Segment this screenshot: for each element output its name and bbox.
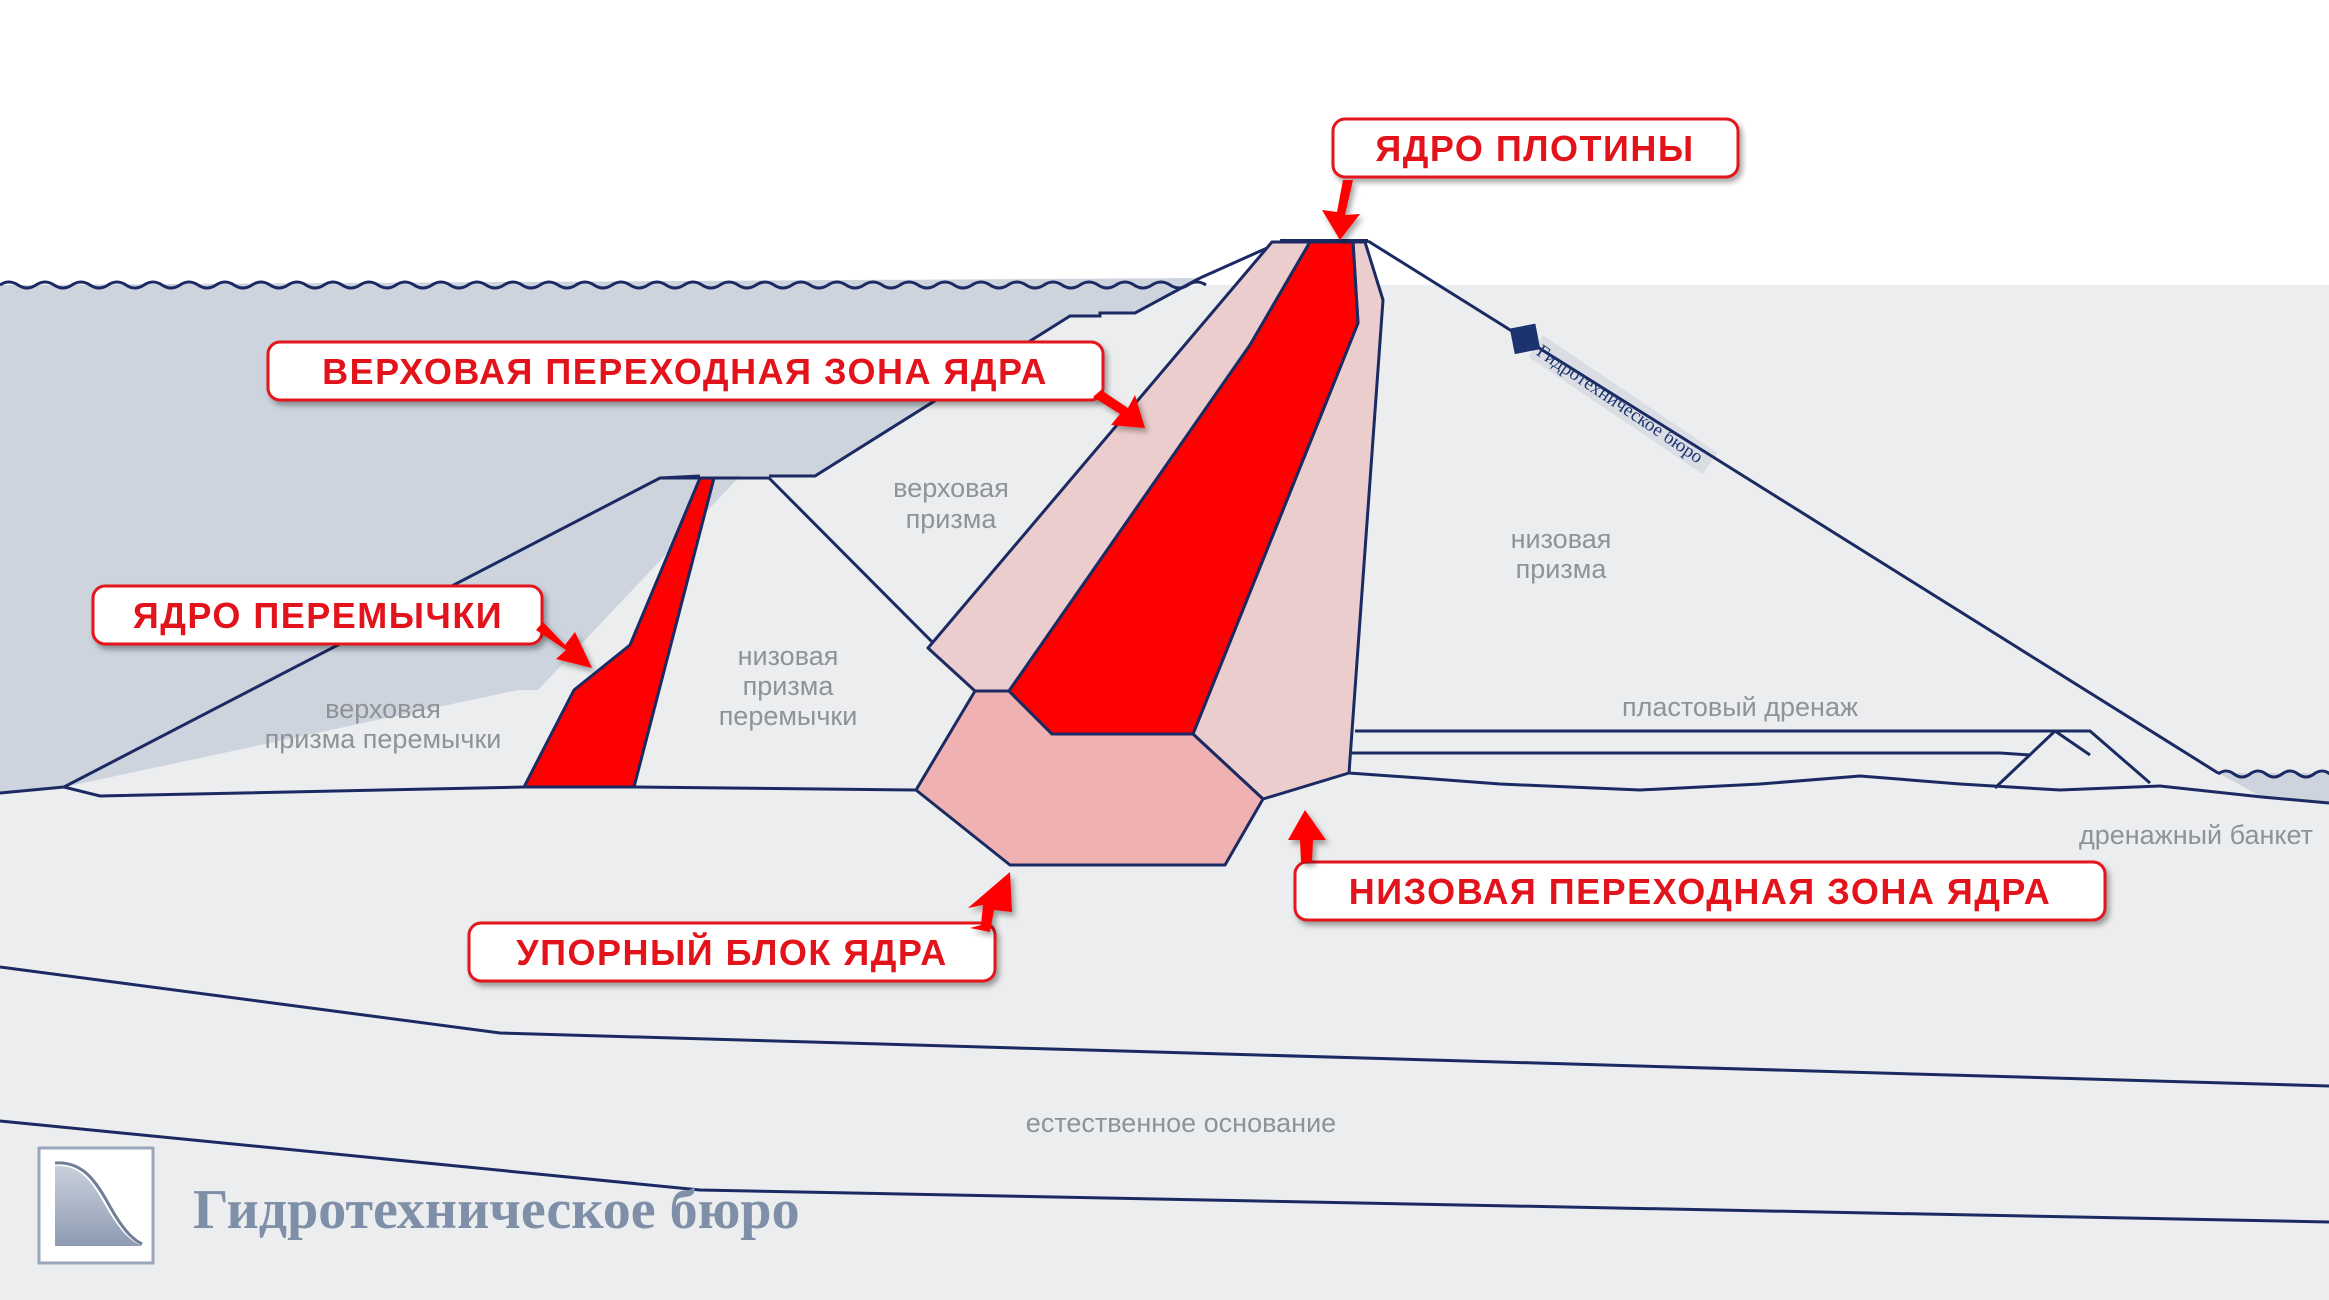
label-foundation: естественное основание [1026,1108,1336,1138]
arrow-cofferdam-core [536,622,592,668]
svg-text:призма перемычки: призма перемычки [265,724,502,754]
downstream-slope [1367,239,2219,775]
svg-text:призма: призма [743,671,835,701]
svg-text:призма: призма [906,504,998,534]
brand-name: Гидротехническое бюро [193,1179,800,1241]
dam-outer-outline [769,276,1201,478]
callout-thrust-block: УПОРНЫЙ БЛОК ЯДРА [467,872,1012,983]
svg-text:призма: призма [1516,554,1608,584]
svg-text:верховая: верховая [893,473,1009,503]
callout-upstream-transition: ВЕРХОВАЯ ПЕРЕХОДНАЯ ЗОНА ЯДРА [266,340,1145,428]
svg-text:ЯДРО ПЕРЕМЫЧКИ: ЯДРО ПЕРЕМЫЧКИ [133,595,503,636]
label-cofferdam-downstream-prism: низовая призма перемычки [719,641,858,731]
upstream-water-waves [0,280,1207,290]
svg-text:УПОРНЫЙ БЛОК ЯДРА: УПОРНЫЙ БЛОК ЯДРА [516,931,947,973]
brand-logo-wave-icon [55,1165,142,1246]
foundation-layer-line-2 [0,1119,2329,1224]
foundation-layer-line-1 [0,965,2329,1088]
dam-core [1007,240,1360,736]
label-drainage-bank: дренажный банкет [2079,820,2313,850]
callout-dam-core: ЯДРО ПЛОТИНЫ [1322,117,1740,240]
downstream-tailwater [2218,773,2329,803]
arrow-dam-core [1322,180,1360,240]
callout-cofferdam-core: ЯДРО ПЕРЕМЫЧКИ [91,584,592,668]
label-upstream-prism: верховая призма [893,473,1009,534]
svg-text:низовая: низовая [738,641,839,671]
arrow-downstream-transition [1288,810,1326,862]
svg-text:ЯДРО ПЛОТИНЫ: ЯДРО ПЛОТИНЫ [1375,128,1694,169]
label-cofferdam-upstream-prism: верховая призма перемычки [265,694,502,754]
label-downstream-prism: низовая призма [1511,524,1612,584]
svg-text:перемычки: перемычки [719,701,858,731]
svg-text:ВЕРХОВАЯ ПЕРЕХОДНАЯ ЗОНА ЯДРА: ВЕРХОВАЯ ПЕРЕХОДНАЯ ЗОНА ЯДРА [322,351,1048,392]
downstream-water-waves [2217,769,2329,779]
svg-text:низовая: низовая [1511,524,1612,554]
arrow-upstream-transition [1093,390,1145,428]
label-blanket-drain: пластовый дренаж [1622,692,1858,722]
brand-logo [37,1146,155,1265]
ground-surface-line [0,771,2329,805]
arrow-thrust-block [968,872,1012,932]
callout-downstream-transition: НИЗОВАЯ ПЕРЕХОДНАЯ ЗОНА ЯДРА [1288,810,2107,922]
drainage-bank [1993,729,2151,790]
svg-text:верховая: верховая [325,694,441,724]
svg-text:НИЗОВАЯ ПЕРЕХОДНАЯ ЗОНА ЯДРА: НИЗОВАЯ ПЕРЕХОДНАЯ ЗОНА ЯДРА [1349,871,2052,912]
